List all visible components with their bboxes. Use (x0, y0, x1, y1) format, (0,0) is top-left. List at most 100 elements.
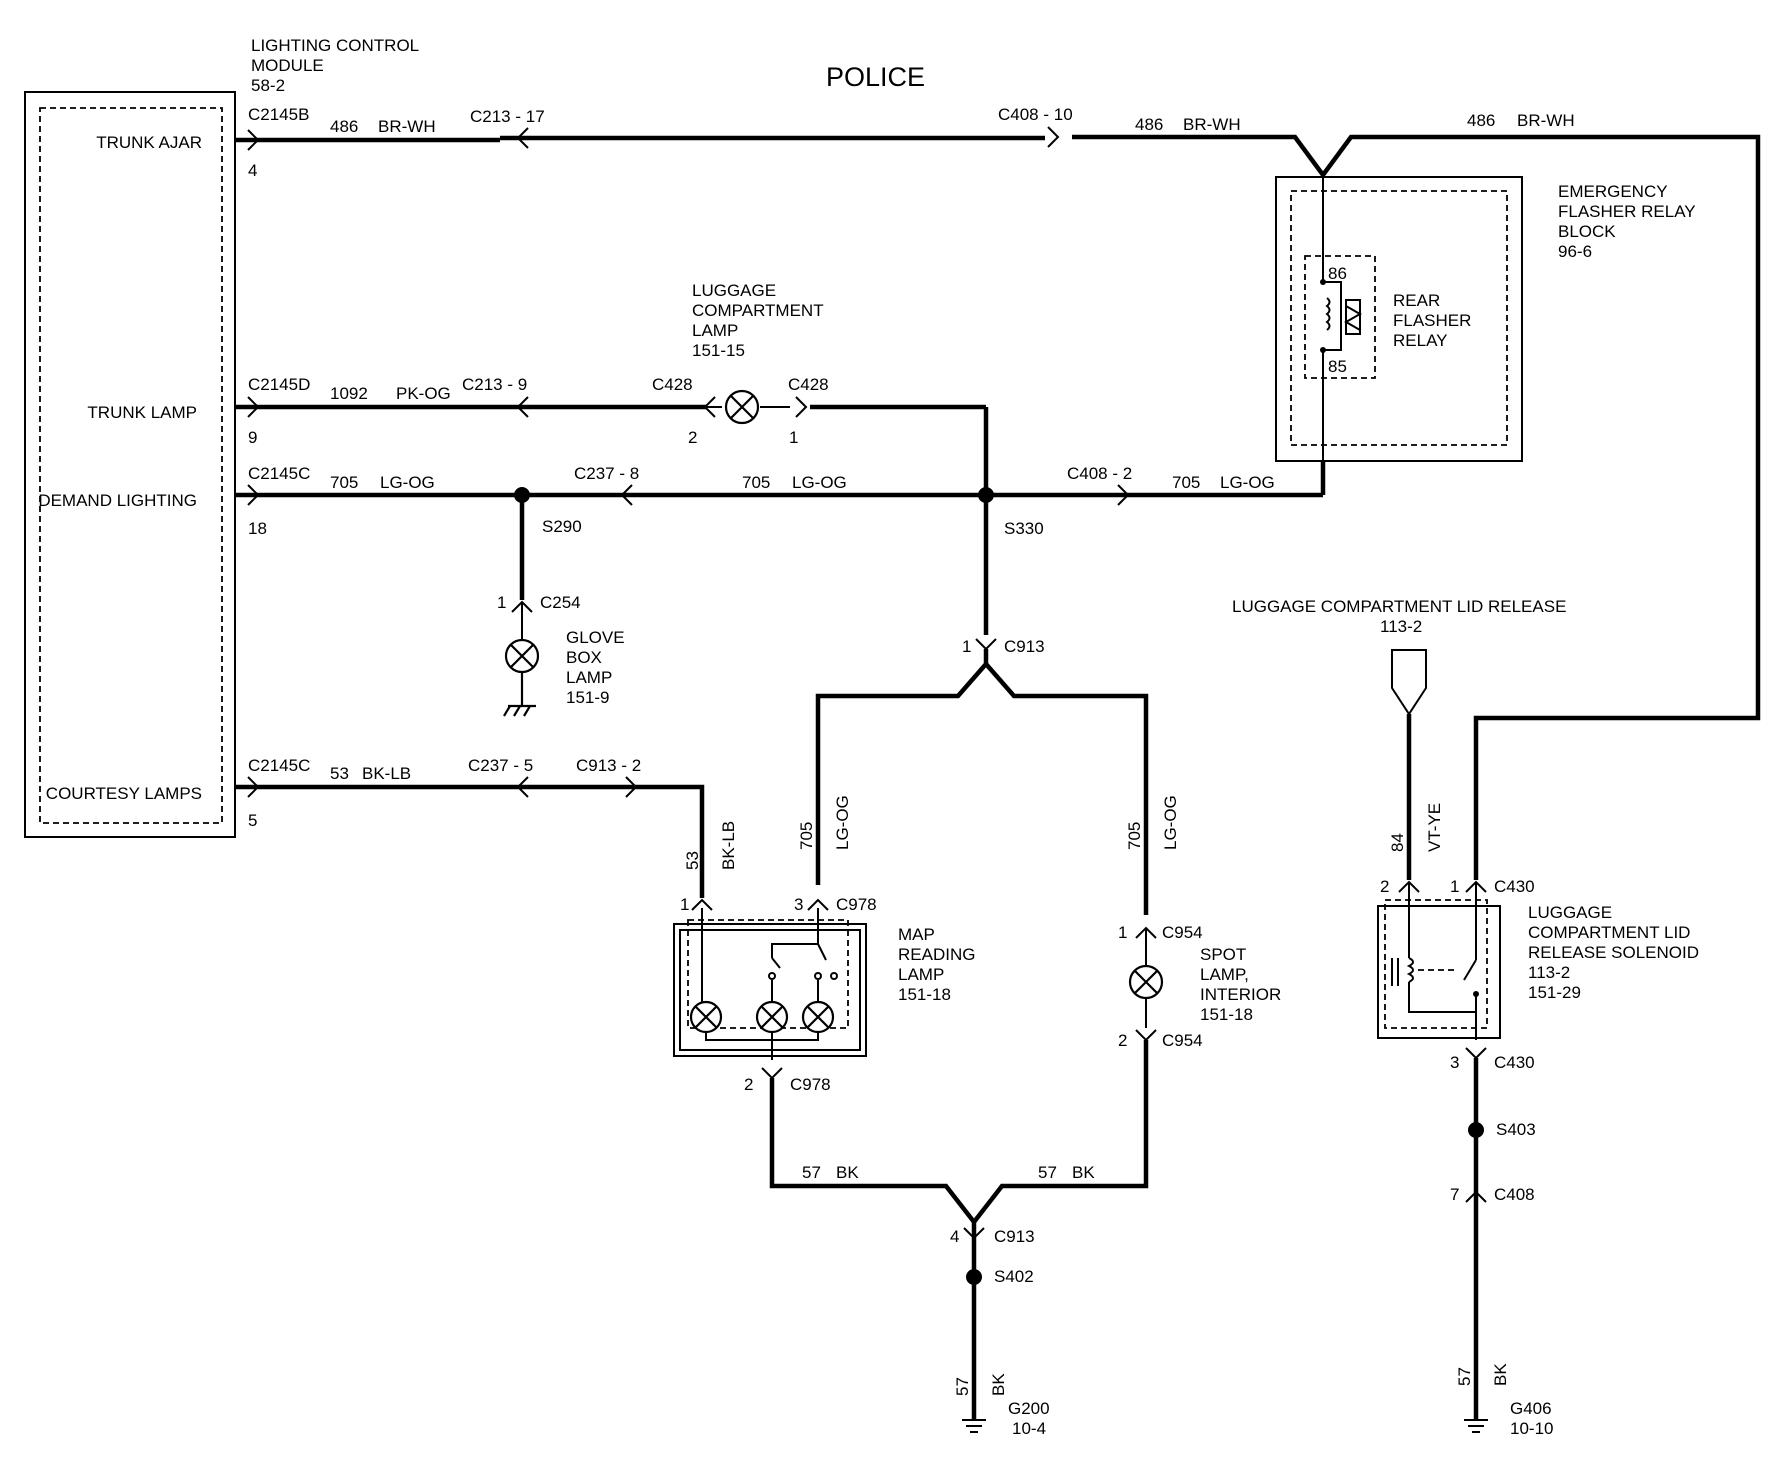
svg-text:MODULE: MODULE (251, 56, 324, 75)
pin-trunk-ajar-label: TRUNK AJAR (96, 133, 202, 152)
svg-text:BK: BK (1072, 1163, 1095, 1182)
svg-text:86: 86 (1328, 264, 1347, 283)
svg-text:151-29: 151-29 (1528, 983, 1581, 1002)
svg-text:C408 - 2: C408 - 2 (1067, 464, 1132, 483)
svg-text:INTERIOR: INTERIOR (1200, 985, 1281, 1004)
svg-text:BK: BK (836, 1163, 859, 1182)
svg-text:C428: C428 (788, 375, 829, 394)
svg-text:RELAY: RELAY (1393, 331, 1448, 350)
svg-text:C213 - 17: C213 - 17 (470, 107, 545, 126)
svg-text:READING: READING (898, 945, 975, 964)
svg-text:C213 - 9: C213 - 9 (462, 375, 527, 394)
svg-text:LG-OG: LG-OG (1161, 795, 1180, 850)
svg-text:LAMP,: LAMP, (1200, 965, 1249, 984)
svg-text:C430: C430 (1494, 877, 1535, 896)
svg-text:705: 705 (330, 473, 358, 492)
svg-text:1: 1 (497, 593, 506, 612)
svg-text:53: 53 (683, 851, 702, 870)
svg-text:5: 5 (248, 811, 257, 830)
luggage-compartment-lamp: LUGGAGE COMPARTMENT LAMP 151-15 (692, 281, 824, 425)
svg-text:C408: C408 (1494, 1185, 1535, 1204)
svg-text:C408 - 10: C408 - 10 (998, 105, 1073, 124)
svg-text:151-15: 151-15 (692, 341, 745, 360)
svg-text:SPOT: SPOT (1200, 945, 1246, 964)
svg-text:VT-YE: VT-YE (1425, 803, 1444, 852)
lid-release-solenoid: 2 1 C430 LUGGAGE COMPARTMENT LID RELEASE… (1377, 877, 1699, 1040)
svg-text:LG-OG: LG-OG (833, 795, 852, 850)
svg-text:57: 57 (953, 1377, 972, 1396)
svg-text:BK-LB: BK-LB (719, 821, 738, 870)
svg-text:151-9: 151-9 (566, 688, 609, 707)
svg-text:57: 57 (802, 1163, 821, 1182)
svg-text:151-18: 151-18 (898, 985, 951, 1004)
svg-text:C978: C978 (836, 895, 877, 914)
svg-text:EMERGENCY: EMERGENCY (1558, 182, 1668, 201)
svg-text:BK: BK (989, 1373, 1008, 1396)
connector-c978-bottom: 2 C978 (744, 1067, 831, 1094)
svg-text:10-10: 10-10 (1510, 1419, 1553, 1438)
svg-text:LUGGAGE COMPARTMENT LID RELEAS: LUGGAGE COMPARTMENT LID RELEASE (1232, 597, 1566, 616)
wire-486-to-solenoid (1473, 134, 1761, 880)
svg-text:486: 486 (1467, 111, 1495, 130)
connector-c254: 1 C254 (497, 593, 581, 640)
svg-text:C237 - 5: C237 - 5 (468, 756, 533, 775)
svg-text:113-2: 113-2 (1528, 963, 1570, 982)
svg-text:C954: C954 (1162, 923, 1203, 942)
svg-text:C2145B: C2145B (248, 105, 309, 124)
svg-text:1: 1 (680, 895, 689, 914)
svg-text:BOX: BOX (566, 648, 602, 667)
svg-text:705: 705 (1125, 822, 1144, 850)
svg-text:S403: S403 (1496, 1120, 1536, 1139)
svg-text:96-6: 96-6 (1558, 242, 1592, 261)
svg-text:LAMP: LAMP (692, 321, 738, 340)
svg-text:85: 85 (1328, 357, 1347, 376)
svg-text:486: 486 (330, 117, 358, 136)
svg-text:705: 705 (1172, 473, 1200, 492)
svg-text:BR-WH: BR-WH (1517, 111, 1575, 130)
svg-text:C913: C913 (994, 1227, 1035, 1246)
lighting-control-module: LIGHTING CONTROL MODULE 58-2 TRUNK AJAR … (24, 36, 419, 838)
lid-release-switch: LUGGAGE COMPARTMENT LID RELEASE 113-2 84… (1232, 597, 1566, 880)
svg-text:1: 1 (1118, 923, 1127, 942)
svg-text:FLASHER: FLASHER (1393, 311, 1471, 330)
svg-text:84: 84 (1388, 833, 1407, 852)
svg-text:FLASHER RELAY: FLASHER RELAY (1558, 202, 1696, 221)
svg-text:BR-WH: BR-WH (1183, 115, 1241, 134)
spot-lamp-interior: 1 C954 2 C954 SPOT LAMP, INTERIOR 151-18 (1118, 923, 1281, 1050)
svg-text:LIGHTING CONTROL: LIGHTING CONTROL (251, 36, 419, 55)
svg-text:C913: C913 (1004, 637, 1045, 656)
svg-text:LAMP: LAMP (898, 965, 944, 984)
svg-text:113-2: 113-2 (1380, 617, 1422, 636)
svg-text:2: 2 (744, 1075, 753, 1094)
svg-text:RELEASE SOLENOID: RELEASE SOLENOID (1528, 943, 1699, 962)
svg-text:COMPARTMENT LID: COMPARTMENT LID (1528, 923, 1690, 942)
svg-text:1: 1 (962, 637, 971, 656)
svg-text:GLOVE: GLOVE (566, 628, 625, 647)
wire-1092: C2145D 9 1092 PK-OG C213 - 9 C428 C428 2… (236, 375, 989, 496)
svg-text:S402: S402 (994, 1267, 1034, 1286)
connector-c913-top: 1 C913 (815, 637, 1149, 915)
svg-text:BR-WH: BR-WH (378, 117, 436, 136)
svg-text:C2145C: C2145C (248, 464, 310, 483)
svg-text:LG-OG: LG-OG (1220, 473, 1275, 492)
svg-text:COMPARTMENT: COMPARTMENT (692, 301, 824, 320)
svg-text:LUGGAGE: LUGGAGE (1528, 903, 1612, 922)
svg-text:705: 705 (797, 822, 816, 850)
svg-text:151-18: 151-18 (1200, 1005, 1253, 1024)
pin-demand-lighting-label: DEMAND LIGHTING (38, 491, 197, 510)
svg-text:486: 486 (1135, 115, 1163, 134)
wire-57-left: 57 BK 57 BK 4 C913 S402 57 BK G200 10-4 (769, 1040, 1149, 1438)
pin-trunk-lamp-label: TRUNK LAMP (87, 403, 197, 422)
svg-text:LG-OG: LG-OG (380, 473, 435, 492)
svg-text:BK-LB: BK-LB (362, 764, 411, 783)
svg-text:LUGGAGE: LUGGAGE (692, 281, 776, 300)
emergency-flasher-relay-block: 86 85 REAR FLASHER RELAY EMERGENCY FLASH… (1275, 175, 1696, 492)
svg-text:PK-OG: PK-OG (396, 384, 451, 403)
svg-text:BK: BK (1491, 1363, 1510, 1386)
svg-text:57: 57 (1038, 1163, 1057, 1182)
svg-text:7: 7 (1450, 1185, 1459, 1204)
svg-text:C430: C430 (1494, 1053, 1535, 1072)
svg-text:LAMP: LAMP (566, 668, 612, 687)
svg-text:MAP: MAP (898, 925, 935, 944)
